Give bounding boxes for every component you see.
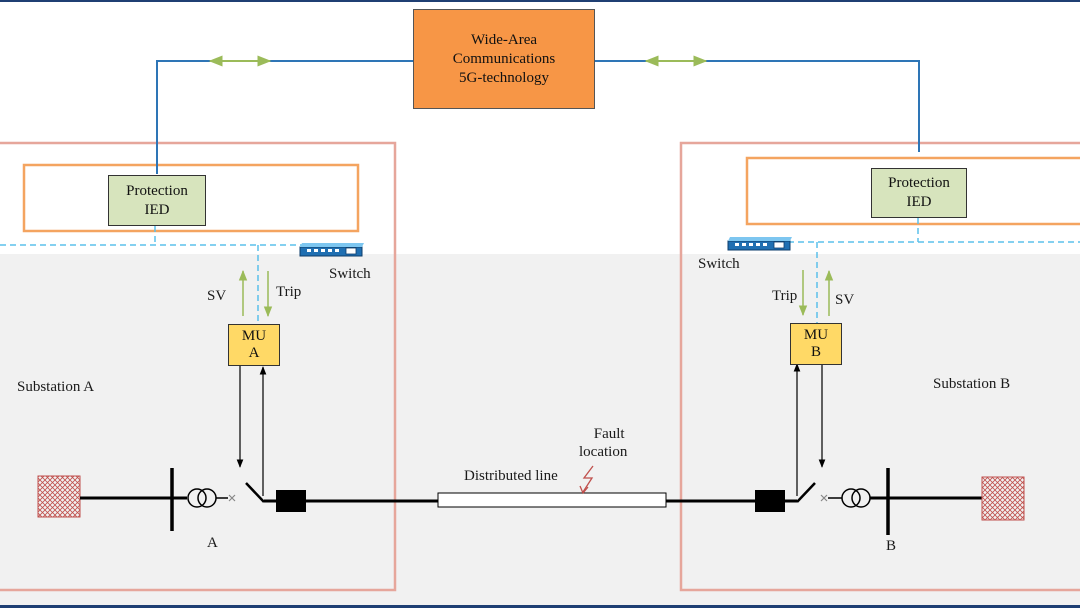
substation-b-label: Substation B — [933, 376, 1011, 392]
mu-b-line-1: MU — [803, 327, 829, 343]
grid-source-icon — [37, 475, 81, 518]
substation-a-label: Substation A — [17, 379, 95, 395]
lan-right — [788, 218, 1080, 323]
trip-label-left: Trip — [276, 284, 302, 300]
trip-label-right: Trip — [772, 288, 798, 304]
sv-label-right: SV — [835, 292, 855, 308]
lightning-tip — [579, 485, 589, 495]
ied-left-line-2: IED — [144, 201, 170, 218]
mu-a-line-1: MU — [241, 328, 267, 344]
wan-line-3: 5G-technology — [459, 69, 549, 86]
disconnector-blade-left — [245, 482, 265, 503]
cross-mark-left — [228, 494, 236, 502]
network-switch-icon — [727, 237, 792, 251]
breaker-icon — [755, 490, 785, 512]
node-a-label: A — [207, 535, 218, 551]
substation-a-frame — [0, 141, 397, 592]
lightning-icon — [582, 465, 594, 493]
protection-ied-right: Protection IED — [871, 168, 967, 218]
comm-link-right — [595, 60, 920, 152]
network-switch-icon — [299, 243, 364, 257]
transformer-icon — [841, 488, 871, 508]
distributed-line-body — [437, 492, 667, 508]
fault-location-label: Fault location — [579, 425, 627, 461]
switch-label-right: Switch — [698, 256, 740, 272]
sv-label-left: SV — [207, 288, 227, 304]
fault-label-line-1: Fault — [593, 426, 625, 442]
comm-link-left — [156, 60, 413, 174]
merging-unit-b: MU B — [790, 323, 842, 365]
merging-unit-a: MU A — [228, 324, 280, 366]
substation-b-frame — [679, 141, 1080, 592]
ied-right-line-2: IED — [906, 194, 932, 210]
frame-bottom-border — [0, 605, 1080, 608]
lan-left — [0, 226, 306, 326]
wan-line-2: Communications — [452, 50, 556, 67]
wan-box: Wide-Area Communications 5G-technology — [413, 9, 595, 109]
switch-label-left: Switch — [329, 266, 371, 282]
mu-a-line-2: A — [248, 345, 260, 361]
breaker-icon — [276, 490, 306, 512]
protection-ied-left: Protection IED — [108, 175, 206, 226]
mu-b-line-2: B — [810, 344, 821, 360]
frame-top-border — [0, 0, 1080, 2]
disconnector-blade-right — [796, 482, 816, 503]
transformer-icon — [187, 488, 217, 508]
node-b-label: B — [886, 538, 897, 554]
distributed-line-label: Distributed line — [464, 468, 558, 484]
ied-left-line-1: Protection — [126, 182, 188, 199]
ied-right-line-1: Protection — [888, 175, 950, 191]
cross-mark-right — [820, 494, 828, 502]
wan-line-1: Wide-Area — [470, 31, 538, 48]
background-band — [0, 254, 1080, 606]
grid-source-icon — [981, 476, 1025, 521]
fault-label-line-2: location — [579, 444, 628, 460]
